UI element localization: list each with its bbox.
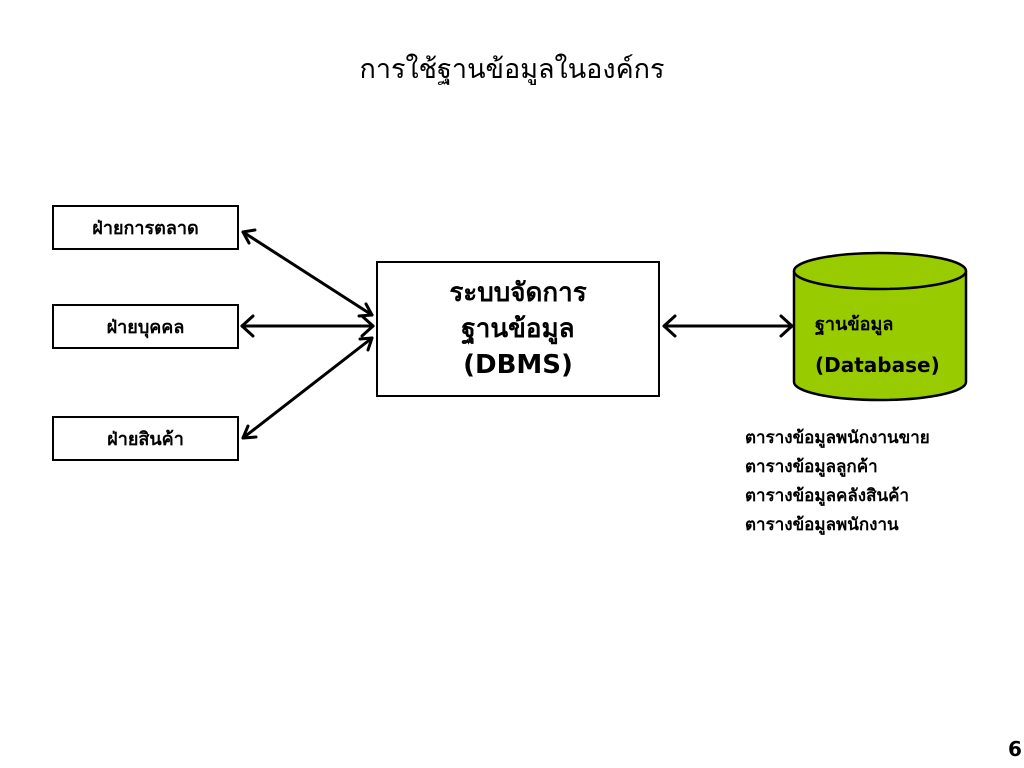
dbms-box: ระบบจัดการ ฐานข้อมูล (DBMS) (376, 261, 660, 397)
page-number: 6 (1008, 737, 1022, 761)
table-list-item: ตารางข้อมูลลูกค้า (745, 457, 878, 477)
dbms-label-line2: ฐานข้อมูล (461, 314, 575, 344)
arrow-personnel-dbms (240, 314, 375, 338)
arrow-marketing-dbms (241, 228, 374, 318)
dbms-label-line1: ระบบจัดการ (449, 278, 587, 308)
table-list-item: ตารางข้อมูลพนักงาน (745, 515, 899, 535)
database-cylinder-icon (792, 251, 968, 402)
table-list-item: ตารางข้อมูลคลังสินค้า (745, 486, 910, 506)
table-list-item: ตารางข้อมูลพนักงานขาย (745, 428, 930, 448)
department-product-box: ฝ่ายสินค้า (52, 416, 239, 461)
dbms-label-line3: (DBMS) (463, 350, 573, 380)
database-label: ฐานข้อมูล (815, 314, 894, 335)
arrow-dbms-database (662, 314, 794, 338)
department-marketing-box: ฝ่ายการตลาด (52, 205, 239, 250)
slide-title: การใช้ฐานข้อมูลในองค์กร (359, 54, 665, 85)
database-sublabel: (Database) (815, 353, 940, 377)
arrow-product-dbms (241, 336, 374, 440)
table-list: ตารางข้อมูลพนักงานขาย ตารางข้อมูลลูกค้า … (745, 424, 1024, 540)
department-personnel-box: ฝ่ายบุคคล (52, 304, 239, 349)
